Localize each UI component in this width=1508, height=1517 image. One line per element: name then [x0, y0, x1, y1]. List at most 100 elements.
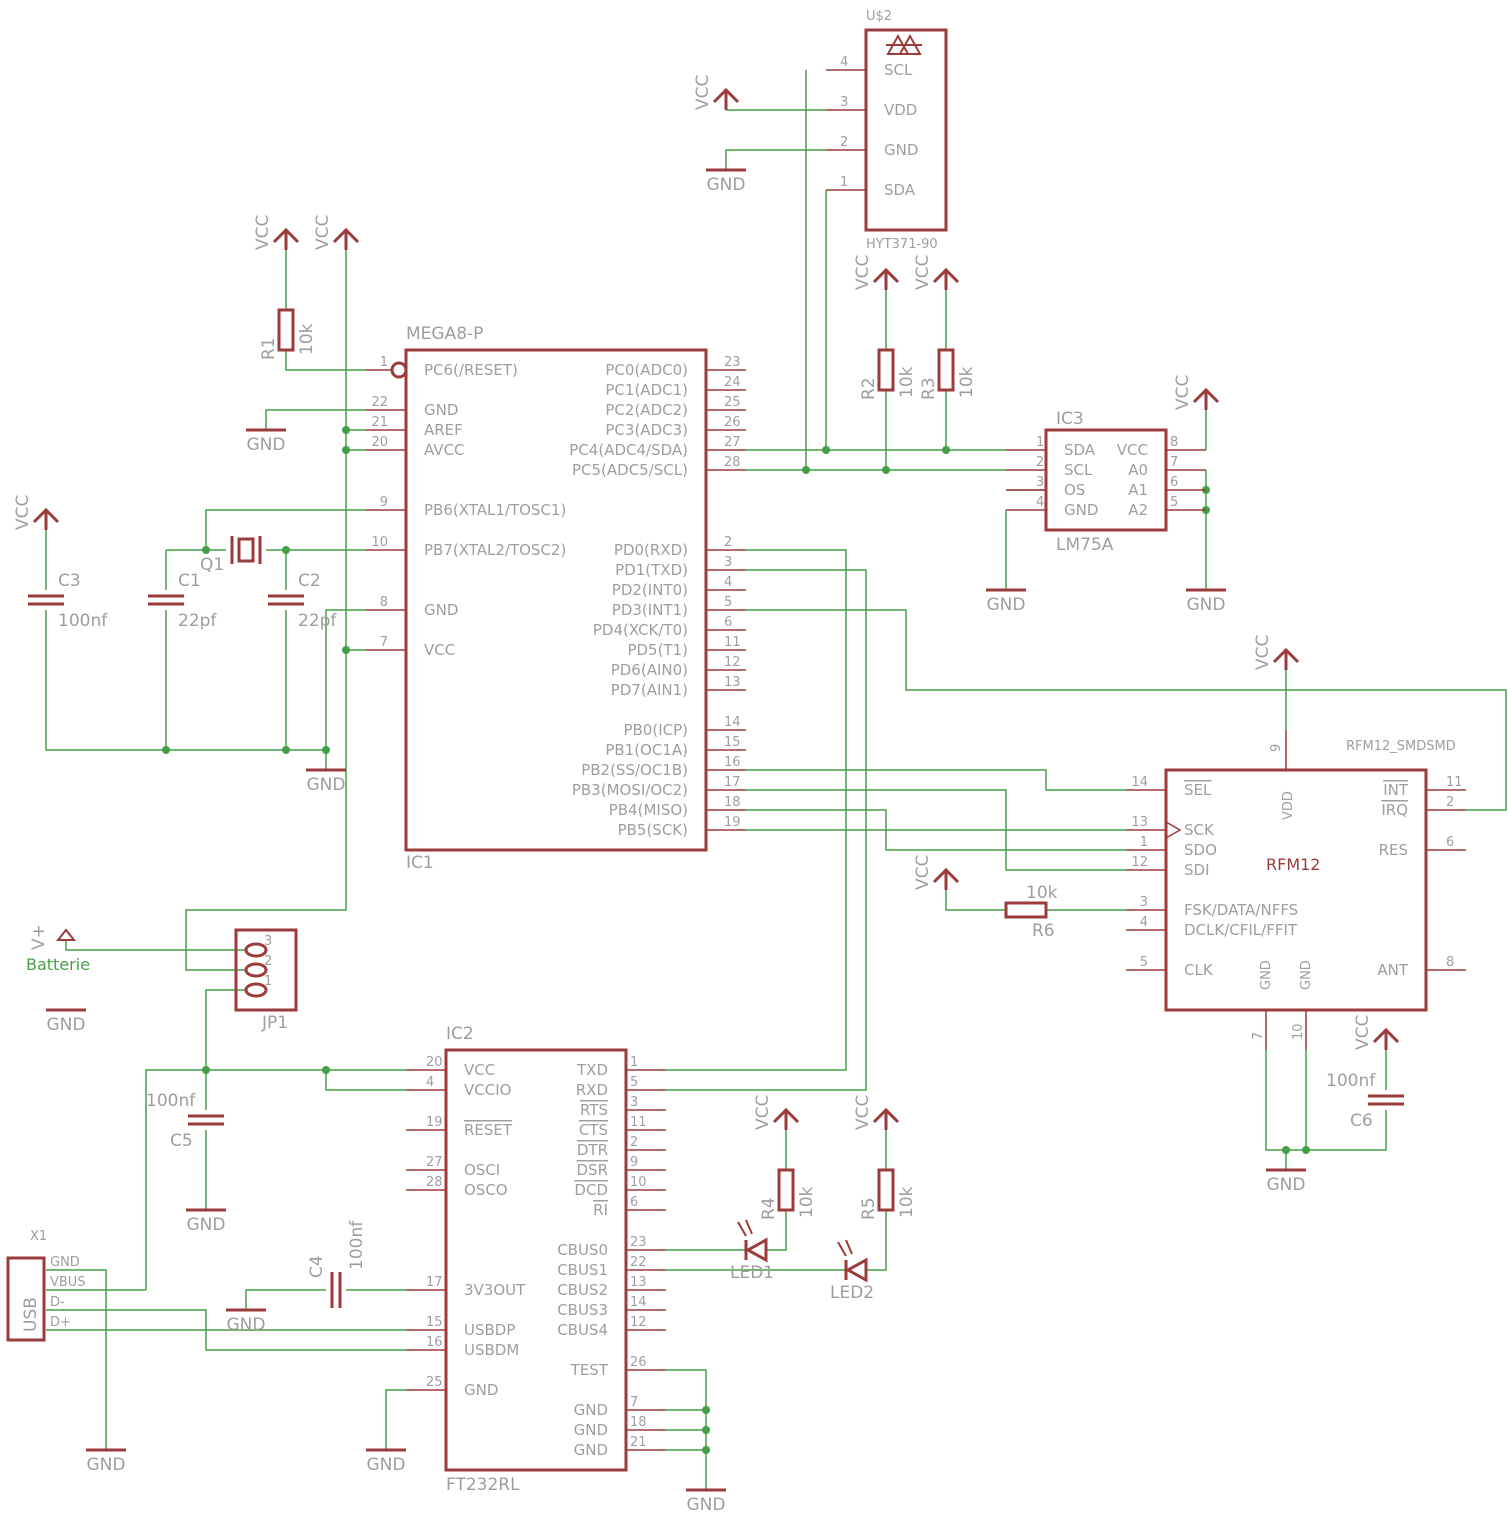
wire [46, 1269, 107, 1450]
rfm-pin-num: 9 [1269, 744, 1284, 752]
ic1-pin-num: 8 [380, 595, 388, 610]
ic2-pin-num: 2 [630, 1135, 638, 1150]
ic3-pin-num: 3 [1036, 475, 1044, 490]
ic2-pin-num: 26 [630, 1355, 647, 1370]
ic2-pin-num: 11 [630, 1115, 647, 1130]
ic2-pin-name: TEST [570, 1361, 609, 1379]
junction-dot [342, 426, 350, 434]
battery-label: Batterie [26, 955, 90, 974]
c6-ref: C6 [1350, 1111, 1373, 1131]
ic3-pin-name: VCC [1117, 441, 1148, 459]
rfm-pin-name: DCLK/CFIL/FFIT [1184, 921, 1298, 939]
r1-ref: R1 [259, 337, 279, 360]
vcc-label: VCC [1253, 635, 1273, 670]
ic1-pin-num: 24 [724, 375, 741, 390]
jp1-ref: JP1 [261, 1013, 288, 1033]
jp1-body [234, 928, 298, 1012]
ic1-pin-name: PC2(ADC2) [605, 401, 688, 419]
gnd-label: GND [1267, 1175, 1306, 1195]
wire [205, 509, 366, 550]
wire [265, 409, 366, 430]
led1-ref: LED1 [730, 1263, 774, 1283]
ic1-pin-num: 19 [724, 815, 741, 830]
ic2-pin-num: 3 [630, 1095, 638, 1110]
ic1-pin-name: PD5(T1) [627, 641, 688, 659]
us2-pin-num: 1 [840, 175, 848, 190]
vcc-label: VCC [1353, 1015, 1373, 1050]
ic3-pin-name: A1 [1128, 481, 1148, 499]
r3-value: 10k [957, 366, 977, 398]
ic2-pin-num: 20 [426, 1055, 443, 1070]
ic1-pin-name: PB7(XTAL2/TOSC2) [424, 541, 566, 559]
wire [766, 1210, 787, 1251]
gnd-label: GND [87, 1455, 126, 1475]
ic3-pin-num: 2 [1036, 455, 1044, 470]
rfm-pin-name: SCK [1184, 821, 1215, 839]
jp1-pin-num: 3 [264, 934, 272, 949]
rfm-pin-num: 5 [1140, 955, 1148, 970]
ic2-pin-num: 4 [426, 1075, 434, 1090]
symbols [6, 28, 1466, 1492]
ic1-pin-num: 6 [724, 615, 732, 630]
ic3-pin-num: 7 [1170, 455, 1178, 470]
ic1-pin-name: PC1(ADC1) [605, 381, 688, 399]
rfm-label: RFM12 [1266, 855, 1320, 874]
ic2-pin-num: 7 [630, 1395, 638, 1410]
rfm-name: RFM12_SMDSMD [1346, 739, 1456, 754]
led-emission-icon [737, 1219, 853, 1257]
usb-label: USB [21, 1297, 41, 1332]
vcc-label: VCC [913, 855, 933, 890]
rfm-pin-name: FSK/DATA/NFFS [1184, 901, 1298, 919]
ic3-pin-num: 4 [1036, 495, 1044, 510]
wire [325, 609, 366, 750]
wire [185, 250, 347, 971]
led2-symbol [844, 1257, 868, 1283]
wire [245, 1289, 326, 1310]
ic1-pin-name: AREF [424, 421, 463, 439]
ic2-pin-num: 19 [426, 1115, 443, 1130]
rfm-pin-name: CLK [1184, 961, 1214, 979]
vcc-label: VCC [853, 1095, 873, 1130]
x1-ref: X1 [30, 1229, 47, 1244]
vcc-symbol [332, 227, 360, 250]
ic1-pin-num: 15 [724, 735, 741, 750]
rfm-pin-num: 7 [1251, 1032, 1266, 1040]
ic2-pin-name: OSCO [464, 1181, 508, 1199]
x1-pin-name: VBUS [50, 1275, 86, 1290]
ic1-pin-num: 27 [724, 435, 741, 450]
gnd-label: GND [687, 1495, 726, 1515]
ic2-pin-num: 21 [630, 1435, 647, 1450]
ic2-pin-name: VCCIO [464, 1081, 511, 1099]
r4-ref: R4 [759, 1197, 779, 1220]
vcc-symbol [1192, 387, 1220, 410]
vcc-label: VCC [313, 215, 333, 250]
c3-ref: C3 [58, 571, 81, 591]
ic2-pin-name: DSR [577, 1161, 609, 1179]
ic1-pin-num: 21 [371, 415, 388, 430]
ic2-pin-name: GND [574, 1401, 608, 1419]
wire [145, 1069, 406, 1290]
rfm-pin-num: 1 [1140, 835, 1148, 850]
c5-ref: C5 [170, 1131, 193, 1151]
ic1-pin-num: 11 [724, 635, 741, 650]
ic2-pin-name: RXD [576, 1081, 608, 1099]
jp1-pin [244, 942, 268, 958]
gnd-label: GND [987, 595, 1026, 615]
us2-pin-name: SDA [884, 181, 916, 199]
c6-value: 100nf [1326, 1071, 1376, 1091]
rfm-pin-num: 3 [1140, 895, 1148, 910]
ic1-pin-name: PB0(ICP) [623, 721, 688, 739]
junction-dot [282, 746, 290, 754]
r6-body [1004, 901, 1048, 919]
ic1-pin-num: 16 [724, 755, 741, 770]
ic2-ref: IC2 [446, 1024, 474, 1044]
ic2-pin-name: OSCI [464, 1161, 500, 1179]
usb-body [6, 1256, 46, 1342]
ic1-pin-name: PD7(AIN1) [611, 681, 688, 699]
wire [746, 609, 1507, 811]
junction-dot [802, 466, 810, 474]
junction-dot [702, 1426, 710, 1434]
ic1-pin-num: 5 [724, 595, 732, 610]
junction-dot [942, 446, 950, 454]
